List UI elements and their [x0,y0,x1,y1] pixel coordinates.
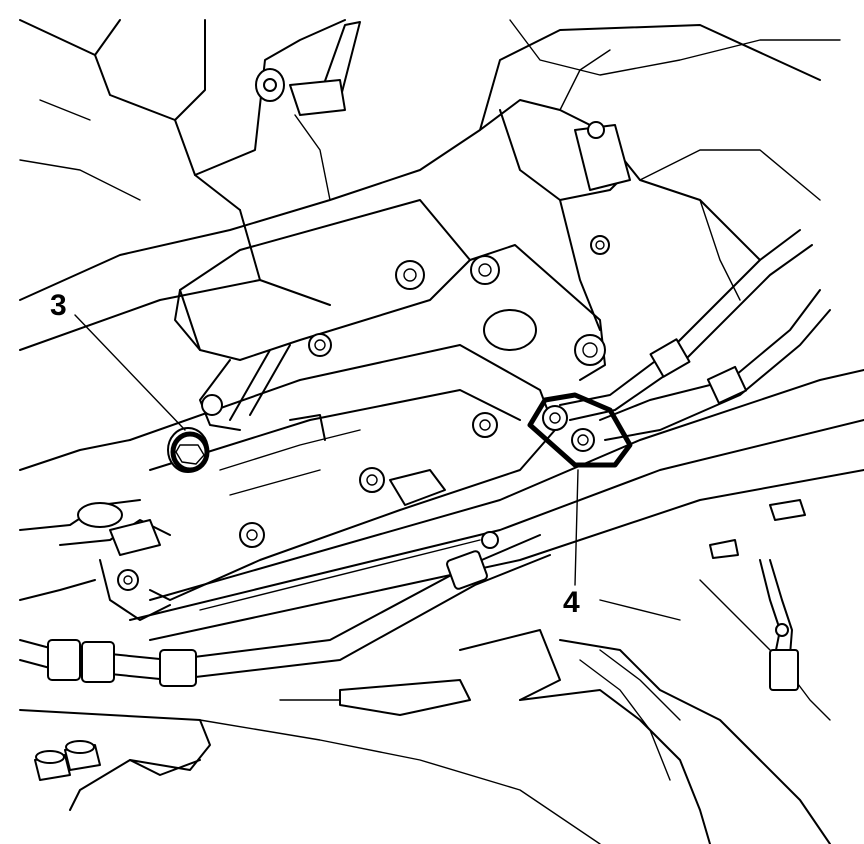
drain-plug-3 [167,394,223,473]
engine-block-outline [19,19,841,351]
callout-leaders [74,314,579,586]
frame-rail [129,369,864,641]
lower-fluid-lines [19,531,551,687]
wire-harness-connector [759,559,799,691]
oil-pan [129,344,556,601]
mounting-bolts [34,740,101,781]
cooler-line-fitting-4 [527,392,633,468]
transmission-mount-bracket [469,109,631,381]
lower-structure [19,579,831,844]
leader-line-3 [74,314,186,431]
transmission-housing-left [19,439,171,621]
crossmember-beam [174,199,471,431]
callout-label-3: 3 [50,289,67,322]
breather-tube [255,21,361,201]
cooler-line-upper [559,229,831,441]
callout-label-4: 4 [563,586,580,619]
leader-line-4 [574,469,579,586]
